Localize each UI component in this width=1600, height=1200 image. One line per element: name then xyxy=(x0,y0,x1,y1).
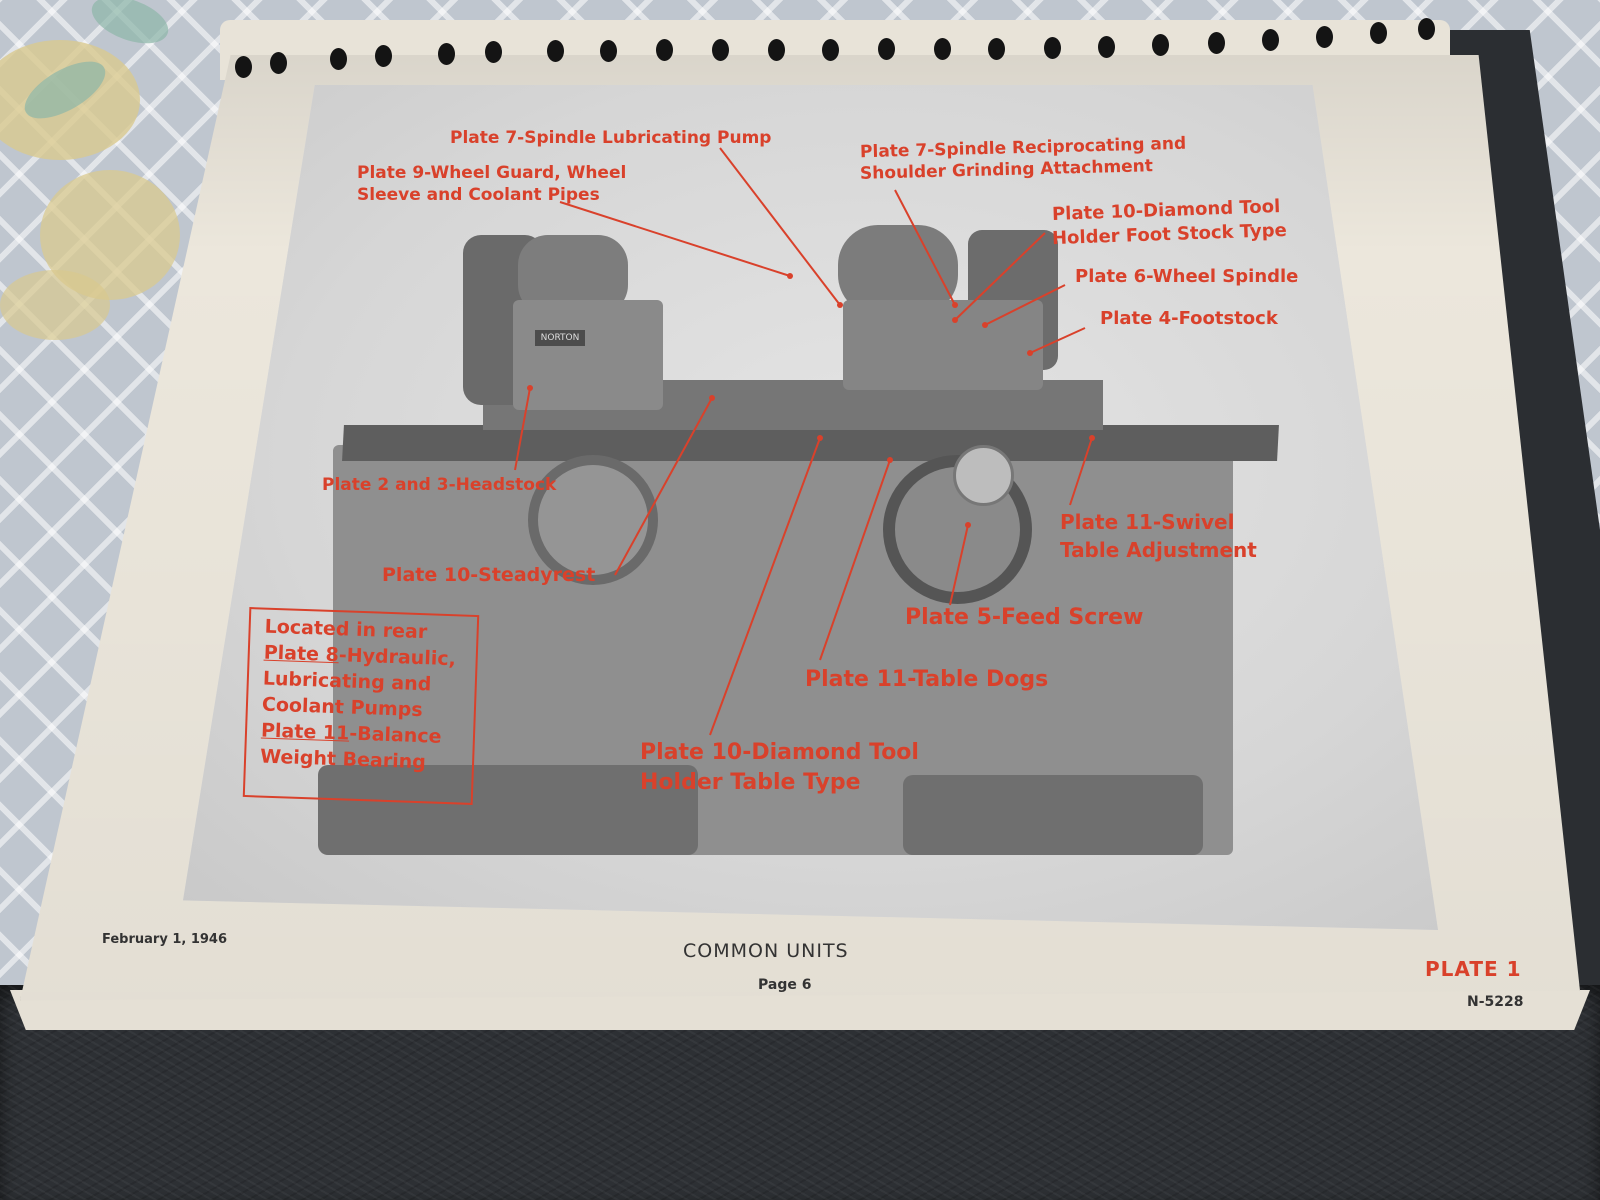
ring-hole xyxy=(768,39,785,61)
label-steadyrest: Plate 10-Steadyrest xyxy=(382,564,596,586)
rear-note-line: Weight Bearing xyxy=(259,745,427,774)
ring-hole xyxy=(438,43,455,65)
footer-date: February 1, 1946 xyxy=(102,932,228,947)
wheel-head-body xyxy=(843,300,1043,390)
ring-hole xyxy=(235,56,252,78)
footer-document-number: N-5228 xyxy=(1467,994,1524,1010)
norton-badge: NORTON xyxy=(535,330,585,346)
ring-hole xyxy=(1044,37,1061,59)
ring-hole xyxy=(270,52,287,74)
ring-hole xyxy=(1370,22,1387,44)
label-table-dogs: Plate 11-Table Dogs xyxy=(805,667,1049,692)
rear-note-line: Coolant Pumps xyxy=(261,693,424,722)
label-diamond-table-line1: Plate 10-Diamond Tool xyxy=(640,740,919,765)
ring-hole xyxy=(1208,32,1225,54)
ring-hole xyxy=(330,48,347,70)
label-diamond-table-line2: Holder Table Type xyxy=(640,770,861,795)
cross-feed-dial xyxy=(953,445,1014,506)
rear-note-hydraulic: -Hydraulic, xyxy=(338,644,457,671)
label-wheel-guard-line1: Plate 9-Wheel Guard, Wheel xyxy=(357,163,627,183)
footer-section-title: COMMON UNITS xyxy=(683,940,849,962)
ring-hole xyxy=(1418,18,1435,40)
label-headstock: Plate 2 and 3-Headstock xyxy=(322,475,557,495)
ring-hole xyxy=(485,41,502,63)
flower-pattern xyxy=(0,270,110,340)
label-swivel-line1: Plate 11-Swivel xyxy=(1060,510,1235,534)
label-feed-screw: Plate 5-Feed Screw xyxy=(905,605,1144,630)
ring-hole xyxy=(656,39,673,61)
label-swivel-line2: Table Adjustment xyxy=(1060,538,1257,562)
label-spindle-lubricating-pump: Plate 7-Spindle Lubricating Pump xyxy=(450,128,772,148)
ring-hole xyxy=(600,40,617,62)
rear-note-line: Located in rear xyxy=(264,615,428,644)
ring-hole xyxy=(547,40,564,62)
ring-hole xyxy=(822,39,839,61)
footer-page-number: Page 6 xyxy=(758,977,812,993)
label-footstock: Plate 4-Footstock xyxy=(1100,308,1278,329)
rear-parts-note-box: Located in rear Plate 8-Hydraulic, Lubri… xyxy=(242,607,480,805)
rear-note-balance: -Balance xyxy=(348,722,442,748)
headstock-body xyxy=(513,300,663,410)
machine-foot xyxy=(903,775,1203,855)
label-wheel-spindle: Plate 6-Wheel Spindle xyxy=(1075,266,1299,287)
ring-hole xyxy=(1262,29,1279,51)
ring-hole xyxy=(988,38,1005,60)
rear-note-line: Plate 11-Balance xyxy=(261,720,442,748)
ring-hole xyxy=(1152,34,1169,56)
ring-hole xyxy=(934,38,951,60)
ring-hole xyxy=(375,45,392,67)
leaf-pattern xyxy=(85,0,175,53)
ring-hole xyxy=(712,39,729,61)
machine-table xyxy=(342,425,1279,461)
ring-hole xyxy=(878,38,895,60)
ring-hole xyxy=(1098,36,1115,58)
footer-plate-number: PLATE 1 xyxy=(1425,957,1522,981)
machine-foot xyxy=(318,765,698,855)
ring-hole xyxy=(1316,26,1333,48)
rear-note-line: Plate 8-Hydraulic, xyxy=(263,642,456,671)
label-wheel-guard-line2: Sleeve and Coolant Pipes xyxy=(357,185,600,205)
rear-note-plate-8: Plate 8 xyxy=(263,641,340,667)
rear-note-plate-11: Plate 11 xyxy=(260,719,350,745)
rear-note-line: Lubricating and xyxy=(262,667,432,696)
